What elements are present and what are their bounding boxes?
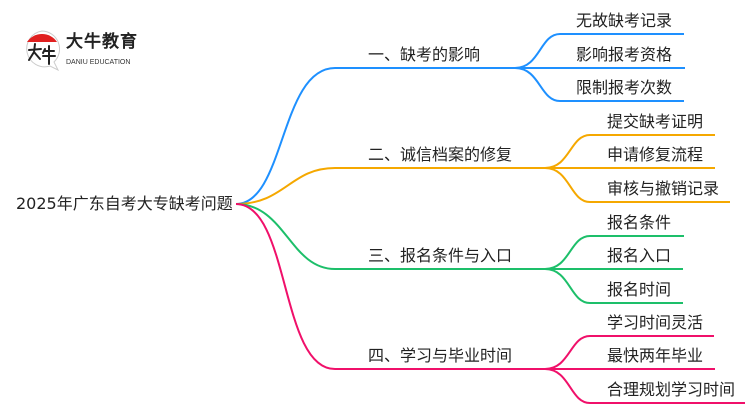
branch-2-lines [235,134,730,205]
branch-1-label: 一、缺考的影响 [368,45,481,64]
branch-4-leaf-3: 合理规划学习时间 [607,380,736,399]
branch-2-label: 二、诚信档案的修复 [368,145,513,164]
logo-subtitle: DANIU EDUCATION [66,59,131,66]
branch-3-leaf-3: 报名时间 [607,280,672,299]
branch-1-leaf-2: 影响报考资格 [576,45,673,64]
logo-mark-icon [26,30,61,72]
branch-1-leaf-1: 无故缺考记录 [576,11,673,30]
branch-2-leaf-1: 提交缺考证明 [607,112,704,131]
branch-3-lines [235,203,684,304]
root-topic: 2025年广东自考大专缺考问题 [16,194,233,213]
branch-3-leaf-1: 报名条件 [607,213,672,232]
branch-3-label: 三、报名条件与入口 [368,246,513,265]
logo-name: 大牛教育 [66,32,138,52]
branch-4-leaf-2: 最快两年毕业 [607,346,704,365]
branch-2-leaf-2: 申请修复流程 [607,145,704,164]
logo [22,28,62,72]
branch-4-lines [235,203,745,404]
branch-3-leaf-2: 报名入口 [607,246,672,265]
branch-1-leaf-3: 限制报考次数 [576,78,673,97]
branch-4-label: 四、学习与毕业时间 [368,346,513,365]
branch-1-lines [235,33,685,205]
branch-2-leaf-3: 审核与撤销记录 [607,179,720,198]
branch-4-leaf-1: 学习时间灵活 [607,313,704,332]
